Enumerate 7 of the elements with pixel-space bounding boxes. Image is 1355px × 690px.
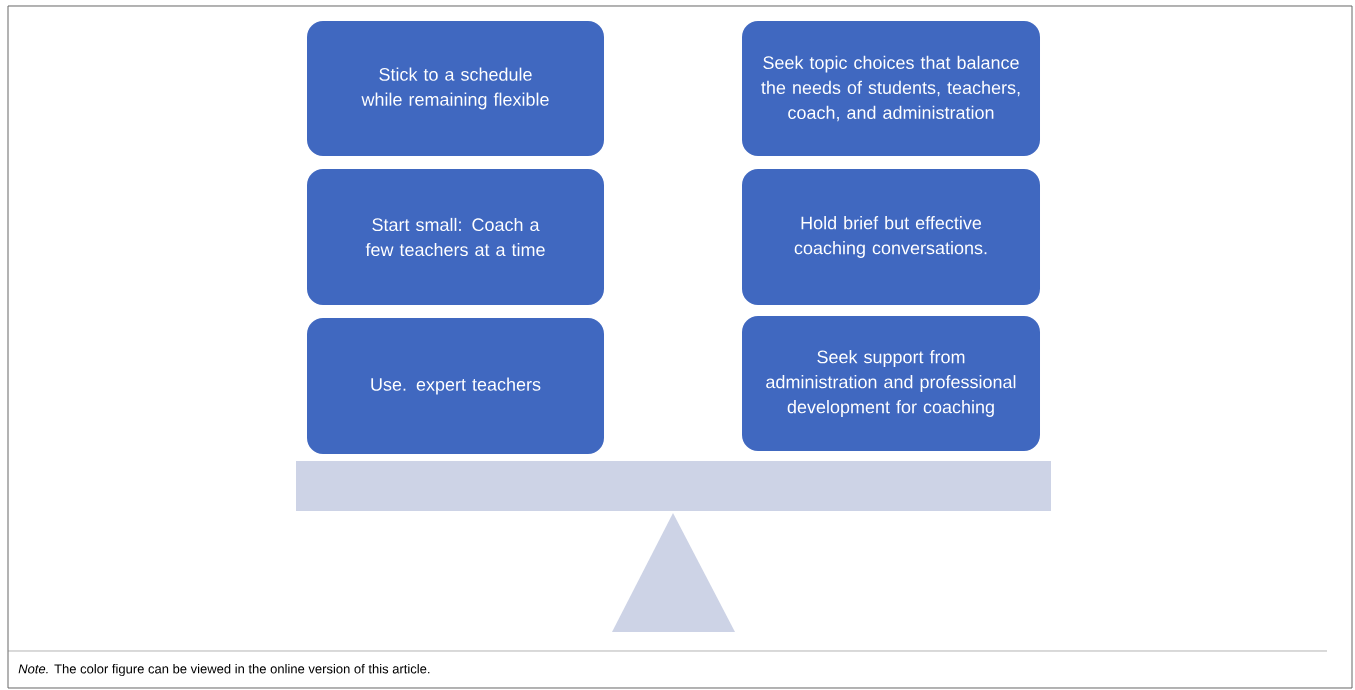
text-box: Seek support from administration and professional development for coaching	[742, 316, 1040, 451]
text-box: Start small: Coach a few teachers at a time	[307, 169, 604, 305]
text-box: Use. expert teachers	[307, 318, 604, 454]
text-box: Hold brief but effective coaching conversations.	[742, 169, 1040, 305]
text-box: Stick to a schedule while remaining flexible	[307, 21, 604, 156]
note-text: Note. The color figure can be viewed in the online version of this article.	[18, 663, 430, 677]
text-box: Seek topic choices that balance the needs of students, teachers, coach, and administration	[742, 21, 1040, 156]
